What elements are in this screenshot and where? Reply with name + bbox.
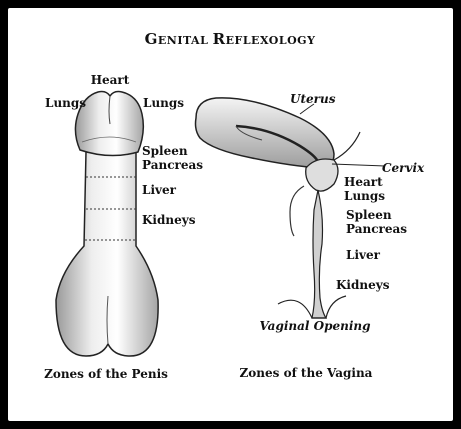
pelvic-curve (289, 185, 305, 237)
vagina-label-opening: Vaginal Opening (259, 319, 370, 333)
penis-label-heart: Heart (91, 73, 130, 87)
penis-label-kidneys: Kidneys (142, 213, 196, 227)
vagina-label-spleen: Spleen (346, 208, 392, 222)
vagina-label-lungs: Lungs (344, 189, 385, 203)
cervix-pointer (331, 163, 385, 167)
penis-label-spleen: Spleen (142, 144, 188, 158)
vagina-label-heart: Heart (344, 175, 383, 189)
title-initial-r: R (213, 30, 226, 48)
vagina-label-pancreas: Pancreas (346, 222, 407, 236)
vagina-caption: Zones of the Vagina (240, 366, 373, 380)
penis-label-pancreas: Pancreas (142, 158, 203, 172)
title-part-1: ENITAL (158, 34, 213, 47)
vaginal-opening-outline (277, 295, 347, 319)
title-part-2: EFLEXOLOGY (226, 34, 316, 47)
vagina-label-kidneys: Kidneys (336, 278, 390, 292)
diagram-title: GENITAL REFLEXOLOGY (145, 30, 316, 48)
penis-illustration (55, 90, 159, 357)
vagina-label-cervix: Cervix (382, 161, 425, 175)
title-initial-g: G (145, 30, 158, 48)
uterus-illustration (194, 97, 339, 319)
vagina-label-liver: Liver (346, 248, 381, 262)
penis-label-lungs-left: Lungs (45, 96, 86, 110)
vagina-label-uterus: Uterus (290, 92, 336, 106)
uterus-ligament (333, 131, 361, 161)
penis-caption: Zones of the Penis (44, 367, 168, 381)
uterus-pointer (299, 103, 315, 115)
penis-zone-lines (85, 176, 137, 241)
penis-label-liver: Liver (142, 183, 177, 197)
penis-label-lungs-right: Lungs (143, 96, 184, 110)
